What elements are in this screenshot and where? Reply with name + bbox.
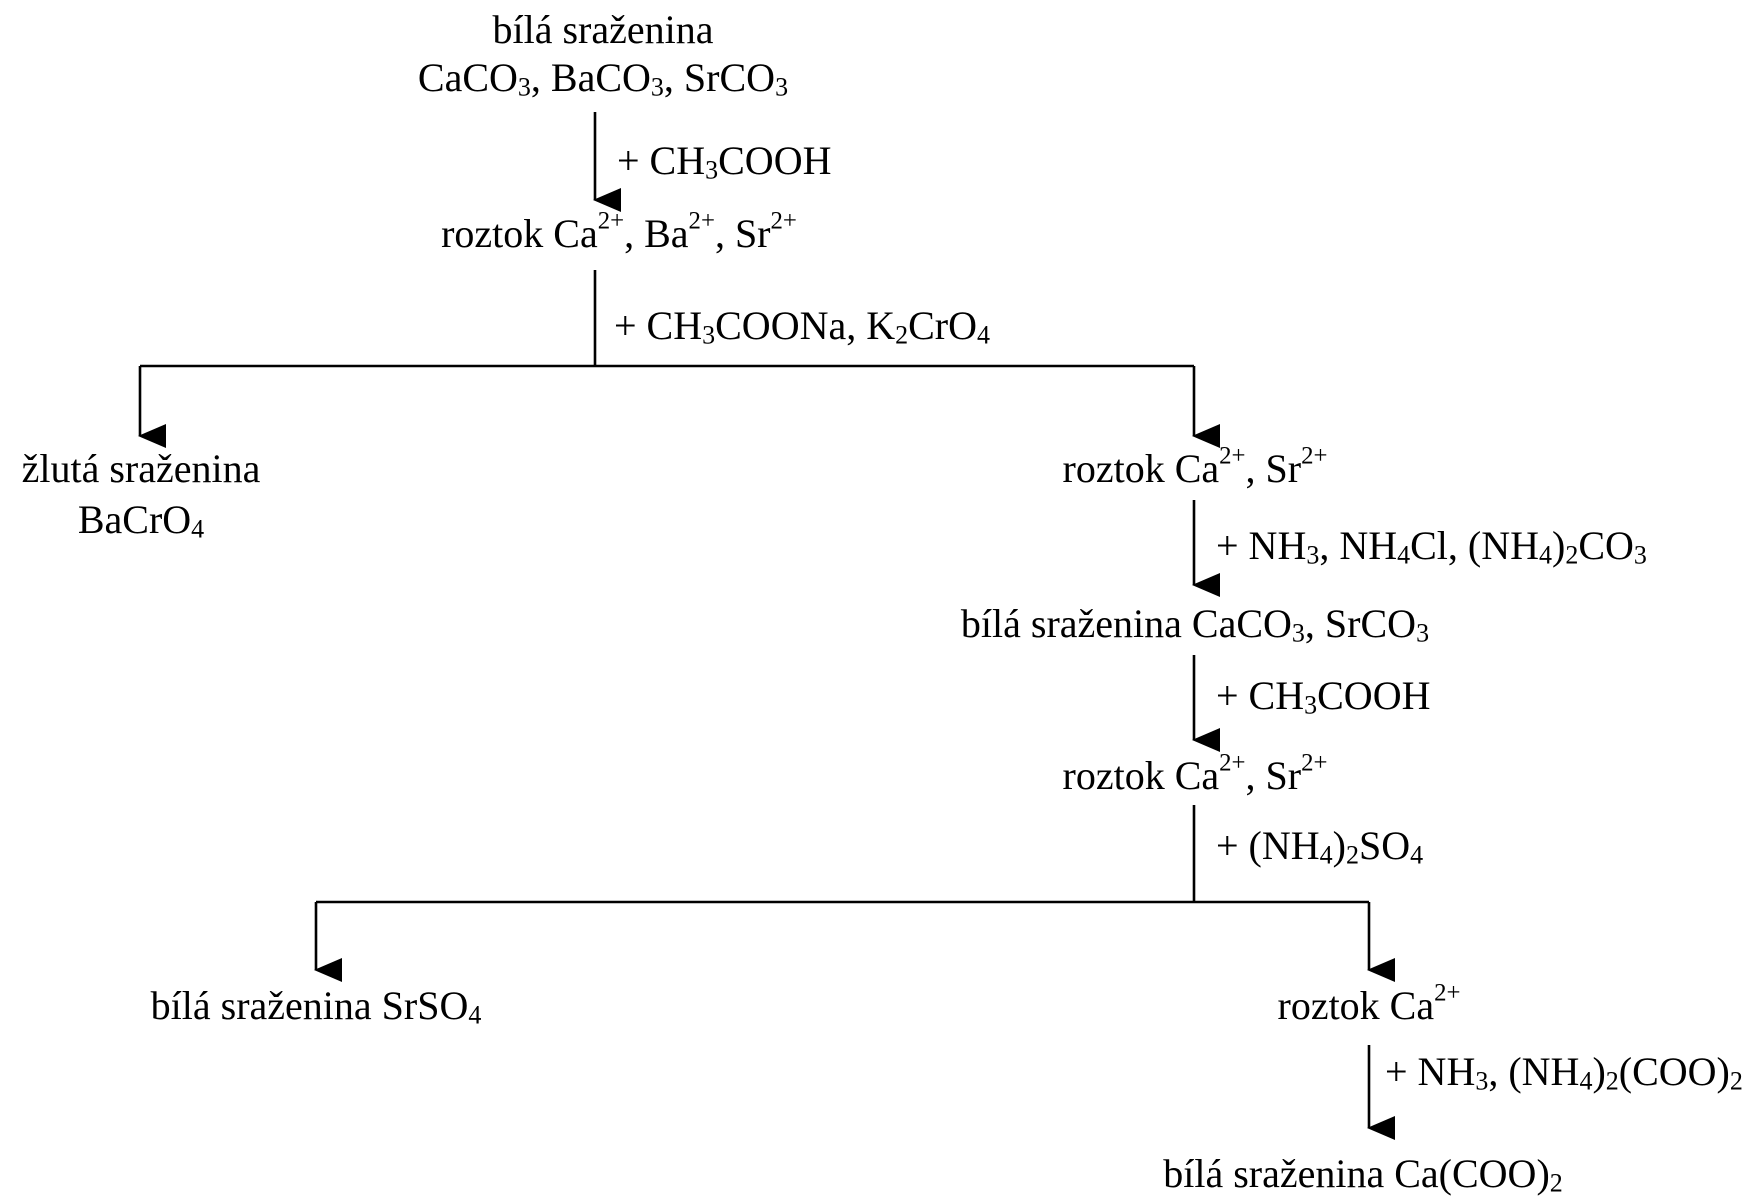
node-yellow-precipitate-line1: žlutá sraženina	[21, 446, 261, 491]
node-white-precipitate-caco3-srco3: bílá sraženina CaCO3, SrCO3	[960, 601, 1430, 648]
node-start-line1: bílá sraženina	[492, 7, 714, 52]
reagent-sodium-acetate-chromate: + CH3COONa, K2CrO4	[614, 303, 990, 350]
reagent-ammonia-carbonate: + NH3, NH4Cl, (NH4)2CO3	[1216, 523, 1647, 570]
reagent-acetic-acid-1: + CH3COOH	[617, 138, 832, 185]
node-white-precipitate-srso4: bílá sraženina SrSO4	[150, 983, 482, 1030]
reagent-acetic-acid-2: + CH3COOH	[1216, 673, 1431, 720]
node-solution-ca: roztok Ca2+	[1277, 979, 1461, 1028]
node-solution-ca-ba-sr: roztok Ca2+, Ba2+, Sr2+	[441, 207, 797, 256]
node-solution-ca-sr-1: roztok Ca2+, Sr2+	[1062, 442, 1328, 491]
node-yellow-precipitate-line2: BaCrO4	[77, 497, 205, 544]
reagent-ammonium-sulfate: + (NH4)2SO4	[1216, 823, 1424, 870]
reagent-ammonium-oxalate: + NH3, (NH4)2(COO)2	[1385, 1049, 1743, 1096]
node-start-line2: CaCO3, BaCO3, SrCO3	[417, 55, 789, 102]
node-white-precipitate-ca-oxalate: bílá sraženina Ca(COO)2	[1163, 1151, 1563, 1198]
node-solution-ca-sr-2: roztok Ca2+, Sr2+	[1062, 749, 1328, 798]
